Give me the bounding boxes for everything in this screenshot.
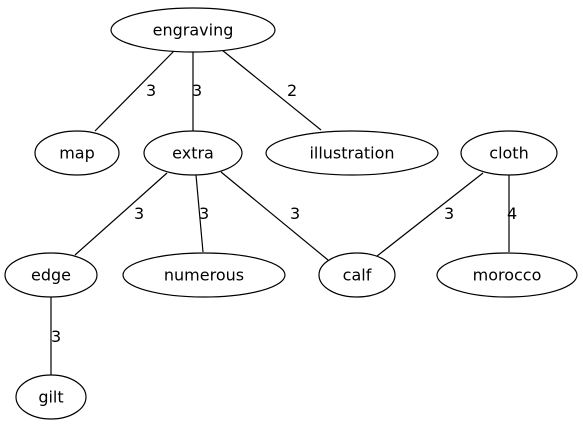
node-illustration: illustration — [265, 130, 439, 176]
edge-extra-numerous: 3 — [195, 174, 209, 253]
edge-weight-label: 3 — [199, 204, 209, 223]
node-morocco: morocco — [436, 252, 578, 298]
edge-weight-label: 3 — [192, 81, 202, 100]
node-label: map — [59, 144, 95, 163]
node-map: map — [34, 130, 120, 176]
edge-weight-label: 3 — [51, 327, 61, 346]
node-label: morocco — [473, 266, 542, 285]
node-label: numerous — [164, 266, 244, 285]
node-label: edge — [31, 266, 71, 285]
node-extra: extra — [143, 130, 243, 176]
edge-weight-label: 3 — [146, 81, 156, 100]
node-gilt: gilt — [15, 374, 87, 420]
node-label: gilt — [38, 388, 63, 407]
edge-engraving-extra: 3 — [192, 52, 202, 131]
node-label: engraving — [153, 21, 234, 40]
edge-weight-label: 4 — [507, 204, 517, 223]
node-edge: edge — [4, 252, 98, 298]
edge-weight-label: 2 — [287, 81, 297, 100]
node-label: illustration — [309, 144, 394, 163]
edge-cloth-morocco: 4 — [507, 175, 517, 252]
edge-weight-label: 3 — [444, 204, 454, 223]
edge-cloth-calf: 3 — [371, 172, 484, 261]
edge-edge-gilt: 3 — [50, 297, 61, 375]
node-engraving: engraving — [110, 7, 276, 53]
node-label: calf — [343, 266, 372, 285]
node-calf: calf — [318, 252, 396, 298]
edge-engraving-illustration: 2 — [221, 49, 322, 131]
node-label: extra — [172, 144, 214, 163]
edge-engraving-map: 3 — [94, 49, 176, 132]
edge-weight-label: 3 — [134, 204, 144, 223]
node-label: cloth — [489, 144, 528, 163]
node-numerous: numerous — [122, 252, 286, 298]
node-cloth: cloth — [460, 130, 558, 176]
edge-weight-label: 3 — [290, 204, 300, 223]
edge-extra-edge: 3 — [74, 172, 168, 256]
edge-extra-calf: 3 — [220, 171, 329, 261]
